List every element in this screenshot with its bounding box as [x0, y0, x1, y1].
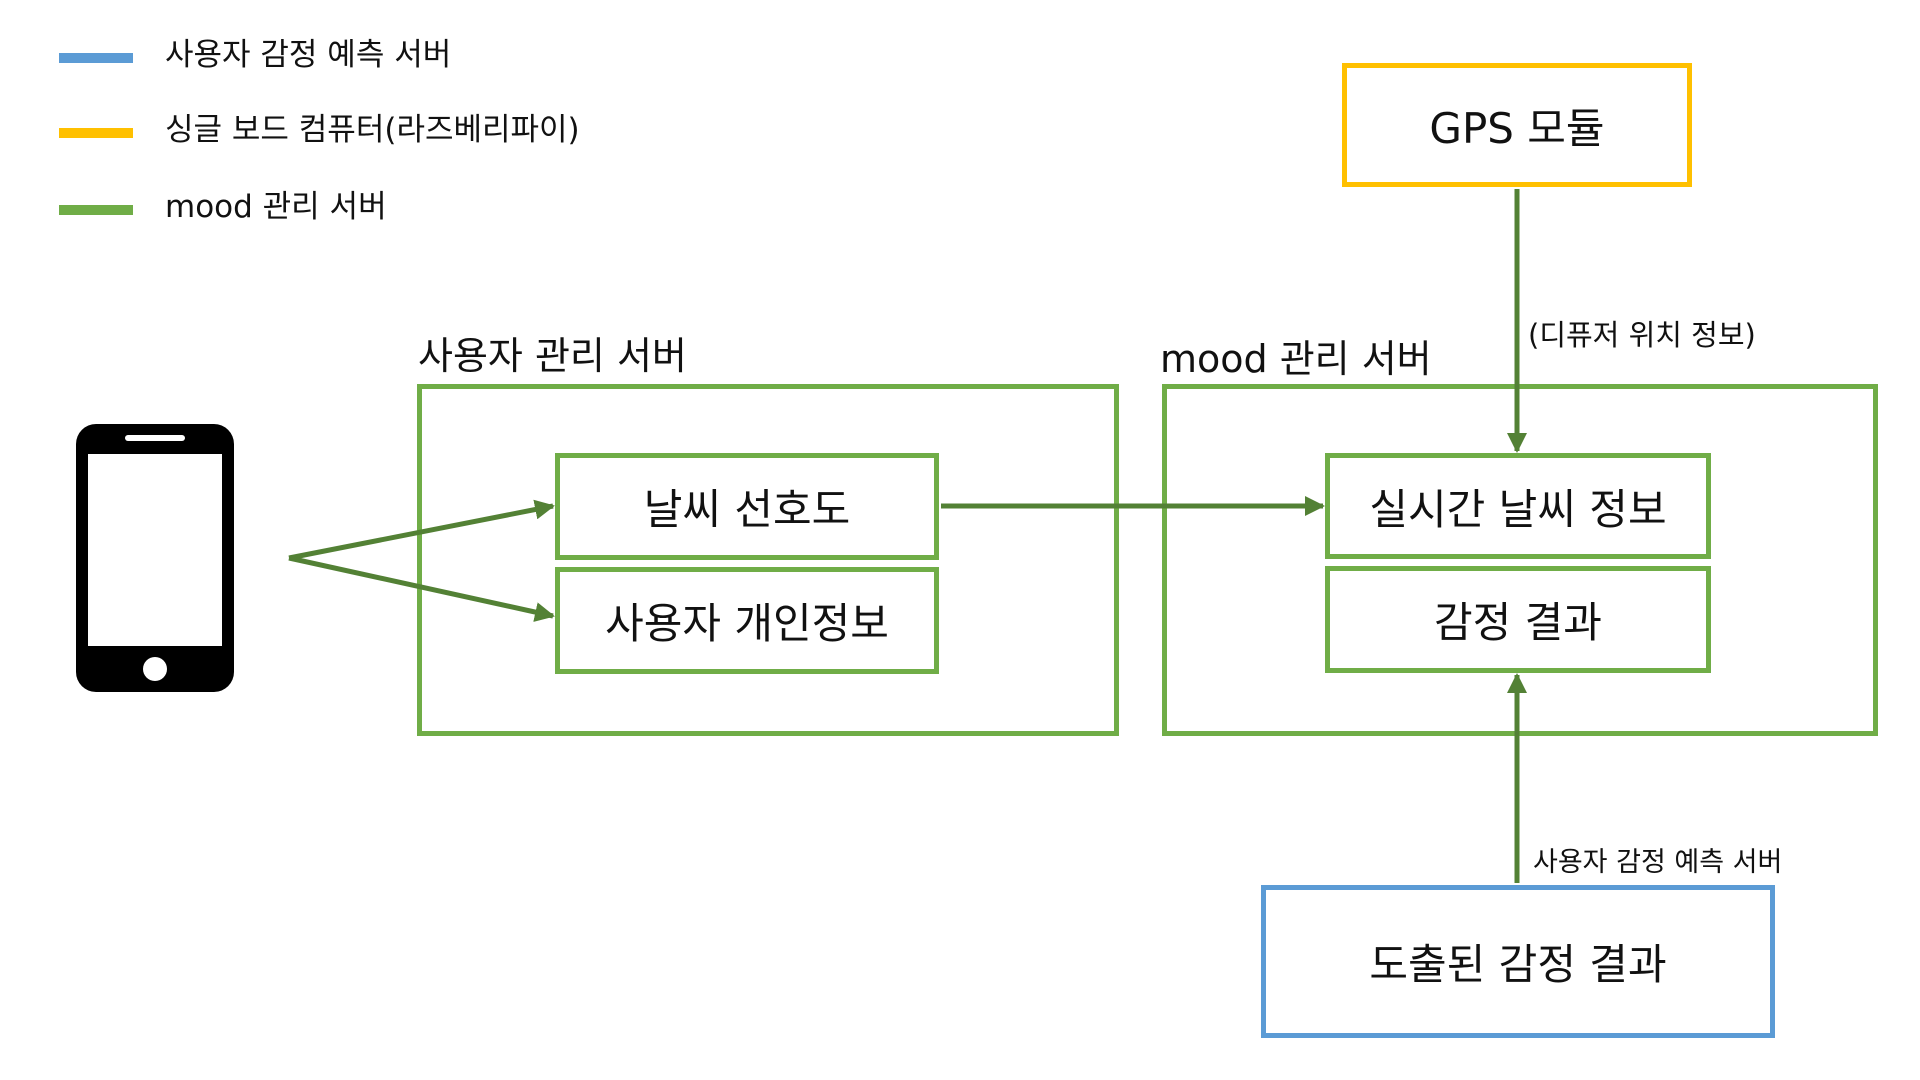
user-server-title: 사용자 관리 서버: [418, 334, 687, 378]
legend-swatch-single-board: [59, 128, 133, 138]
user-personal-info-box: 사용자 개인정보: [555, 567, 939, 674]
realtime-weather-box: 실시간 날씨 정보: [1325, 453, 1711, 559]
legend-label-emotion-server: 사용자 감정 예측 서버: [165, 37, 452, 73]
gps-edge-label: (디퓨저 위치 정보): [1528, 318, 1756, 352]
legend-swatch-emotion-server: [59, 53, 133, 63]
smartphone-icon: [76, 424, 234, 692]
mood-server-title: mood 관리 서버: [1160, 337, 1432, 381]
arrow-phone-to-personal-info: [288, 555, 555, 622]
legend-label-single-board: 싱글 보드 컴퓨터(라즈베리파이): [165, 112, 580, 148]
weather-preference-box: 날씨 선호도: [555, 453, 939, 560]
derived-emotion-box: 도출된 감정 결과: [1261, 885, 1775, 1038]
emotion-edge-label: 사용자 감정 예측 서버: [1533, 847, 1783, 878]
emotion-result-box: 감정 결과: [1325, 566, 1711, 673]
legend-label-mood-server: mood 관리 서버: [165, 189, 387, 225]
legend-swatch-mood-server: [59, 205, 133, 215]
user-server-container: [417, 384, 1119, 736]
arrow-phone-to-weather-preference: [288, 499, 555, 561]
gps-module-box: GPS 모듈: [1342, 63, 1692, 187]
mood-server-container: [1162, 384, 1878, 736]
